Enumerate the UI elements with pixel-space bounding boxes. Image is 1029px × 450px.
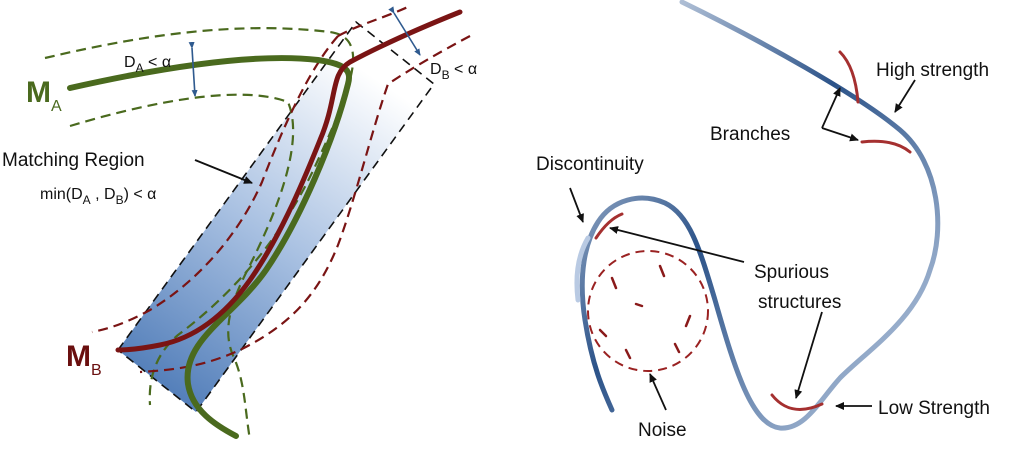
- right-panel: High strength Branches Discontinuity Spu…: [536, 0, 990, 441]
- curve-m-b: [115, 9, 463, 353]
- spurious-structure-bottom: [770, 393, 824, 411]
- noise-circle: [587, 250, 709, 372]
- green-band-lower: [69, 93, 295, 441]
- red-band-lower: [139, 35, 471, 374]
- label-distance-a: DA < α: [124, 54, 171, 75]
- noise-strokes: [598, 264, 692, 360]
- arrow-branches-1: [821, 87, 841, 129]
- blue-curve-faded-start: [574, 235, 591, 303]
- label-low-strength: Low Strength: [878, 398, 990, 419]
- matching-region-arrow: [194, 159, 253, 184]
- arrow-branches-2: [821, 127, 859, 142]
- distance-b-arrow: [388, 6, 421, 56]
- label-discontinuity: Discontinuity: [536, 154, 644, 175]
- label-matching-formula: min(DA , DB) < α: [40, 186, 156, 207]
- label-spurious-1: Spurious: [754, 262, 829, 283]
- matching-region: [116, 20, 436, 414]
- branch-top: [838, 50, 860, 104]
- label-noise: Noise: [638, 420, 687, 441]
- arrow-high-strength: [894, 79, 916, 113]
- label-matching-region: Matching Region: [2, 150, 145, 171]
- label-branches: Branches: [710, 124, 790, 145]
- arrow-spurious-1: [609, 226, 745, 263]
- blue-curve-main: [579, 0, 941, 431]
- branch-bottom: [860, 139, 912, 154]
- arrow-discontinuity: [569, 187, 584, 223]
- curve-m-a: [67, 55, 352, 439]
- label-high-strength: High strength: [876, 60, 989, 81]
- spurious-structure-top: [594, 212, 624, 240]
- label-spurious-2: structures: [758, 292, 841, 313]
- label-m-b: MB: [66, 340, 102, 379]
- left-panel: MA MB DA < α DB < α Matching Region min(…: [2, 5, 477, 441]
- arrow-noise: [649, 373, 667, 411]
- label-m-a: MA: [26, 76, 62, 115]
- distance-a-arrow: [188, 41, 198, 97]
- label-distance-b: DB < α: [430, 61, 477, 82]
- arrow-spurious-2: [794, 311, 823, 399]
